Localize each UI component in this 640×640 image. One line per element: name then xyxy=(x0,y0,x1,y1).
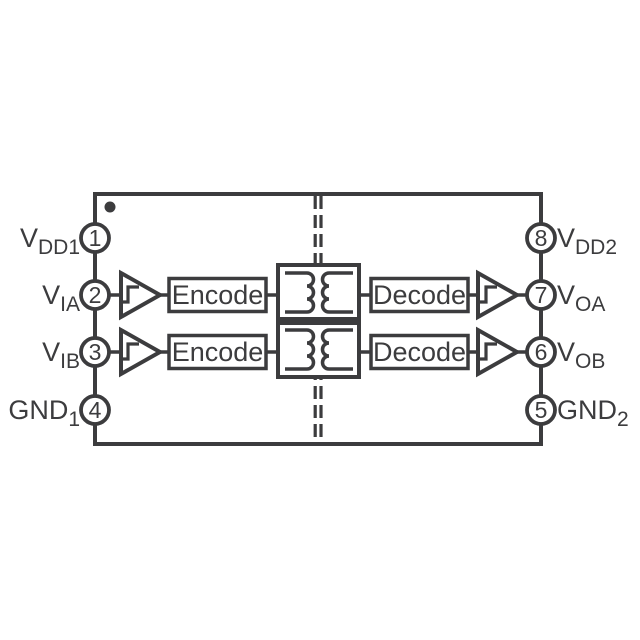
pin-4-number: 4 xyxy=(89,397,102,423)
pin-4-circle xyxy=(79,394,111,426)
pin-8-label: VDD2 xyxy=(557,223,617,259)
pin-7-number: 7 xyxy=(535,282,548,308)
pin-6-number: 6 xyxy=(535,339,548,365)
decode-label: Decode xyxy=(373,280,466,310)
pin-8-number: 8 xyxy=(535,225,548,251)
pin-3-number: 3 xyxy=(89,339,102,365)
pin-1-circle xyxy=(79,222,111,254)
transformer-secondary-winding xyxy=(320,328,353,371)
pin-2-circle xyxy=(79,279,111,311)
transformer-primary-winding xyxy=(285,328,316,371)
pin-6-circle xyxy=(525,336,557,368)
pin1-marker-dot-icon xyxy=(104,201,116,213)
pins-left: 1 VDD1 2 VIA 3 VIB 4 GND1 xyxy=(8,222,111,431)
schmitt-buffer-input-icon xyxy=(119,269,165,321)
ic-package-outline xyxy=(93,192,543,446)
pin-8-circle xyxy=(525,222,557,254)
encode-block xyxy=(167,333,268,371)
pin-1-label: VDD1 xyxy=(20,223,80,259)
pin-2-number: 2 xyxy=(89,282,102,308)
encode-label: Encode xyxy=(172,337,264,367)
transformer-icon xyxy=(276,263,361,321)
schmitt-buffer-output-icon xyxy=(476,326,522,378)
pin-5-label: GND2 xyxy=(557,395,629,431)
hysteresis-step-icon xyxy=(478,285,497,304)
transformer-secondary-winding xyxy=(320,271,353,314)
encode-label: Encode xyxy=(172,280,264,310)
hysteresis-step-icon xyxy=(121,342,139,361)
hysteresis-step-icon xyxy=(121,285,139,304)
transformer-icon xyxy=(276,321,361,379)
pin-5-number: 5 xyxy=(535,397,548,423)
decode-label: Decode xyxy=(373,337,466,367)
pin-5-circle xyxy=(525,394,557,426)
channel-b: Encode Decode xyxy=(119,321,522,379)
pin-6-label: VOB xyxy=(557,337,605,373)
pin-3-label: VIB xyxy=(42,337,80,373)
channel-a: Encode Decode xyxy=(119,263,522,321)
transformer-primary-winding xyxy=(285,271,316,314)
pins-right: 8 VDD2 7 VOA 6 VOB 5 GND2 xyxy=(525,222,629,431)
pin-3-circle xyxy=(79,336,111,368)
decode-block xyxy=(369,333,470,371)
schmitt-buffer-output-icon xyxy=(476,269,522,321)
pin-1-number: 1 xyxy=(89,225,102,251)
pin-2-label: VIA xyxy=(42,280,80,316)
pin-7-label: VOA xyxy=(557,280,605,316)
pin-4-label: GND1 xyxy=(8,395,80,431)
decode-block xyxy=(369,276,470,314)
hysteresis-step-icon xyxy=(478,342,497,361)
encode-block xyxy=(167,276,268,314)
pin-7-circle xyxy=(525,279,557,311)
schmitt-buffer-input-icon xyxy=(119,326,165,378)
